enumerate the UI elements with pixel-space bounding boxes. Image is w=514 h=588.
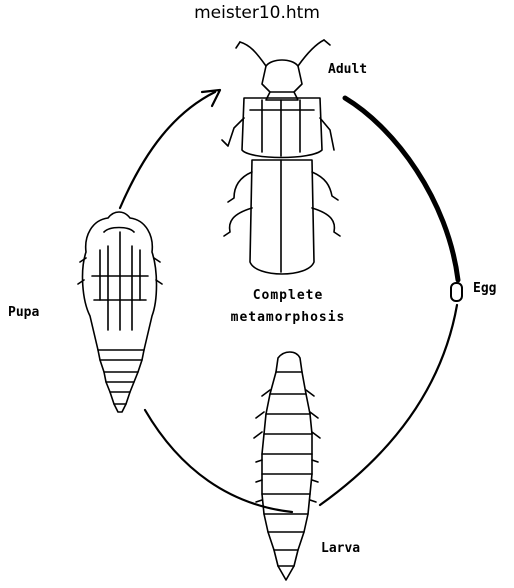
- stage-label-larva: Larva: [321, 541, 360, 557]
- stage-label-adult: Adult: [328, 62, 367, 78]
- stage-label-egg: Egg: [473, 281, 496, 297]
- cycle-arc-egg-to-larva: [320, 305, 457, 505]
- center-title-line-1: Complete: [218, 285, 358, 307]
- egg-icon: [451, 283, 462, 301]
- cycle-arc-pupa-to-adult: [120, 92, 215, 208]
- center-title-line-2: metamorphosis: [218, 307, 358, 329]
- pupa-icon: [78, 212, 162, 412]
- cycle-arc-larva-to-pupa: [145, 410, 292, 512]
- larva-icon: [254, 352, 320, 580]
- stage-label-pupa: Pupa: [8, 305, 39, 321]
- cycle-arc-adult-to-egg: [345, 98, 458, 280]
- center-title: Complete metamorphosis: [218, 285, 358, 329]
- adult-beetle-icon: [222, 40, 340, 274]
